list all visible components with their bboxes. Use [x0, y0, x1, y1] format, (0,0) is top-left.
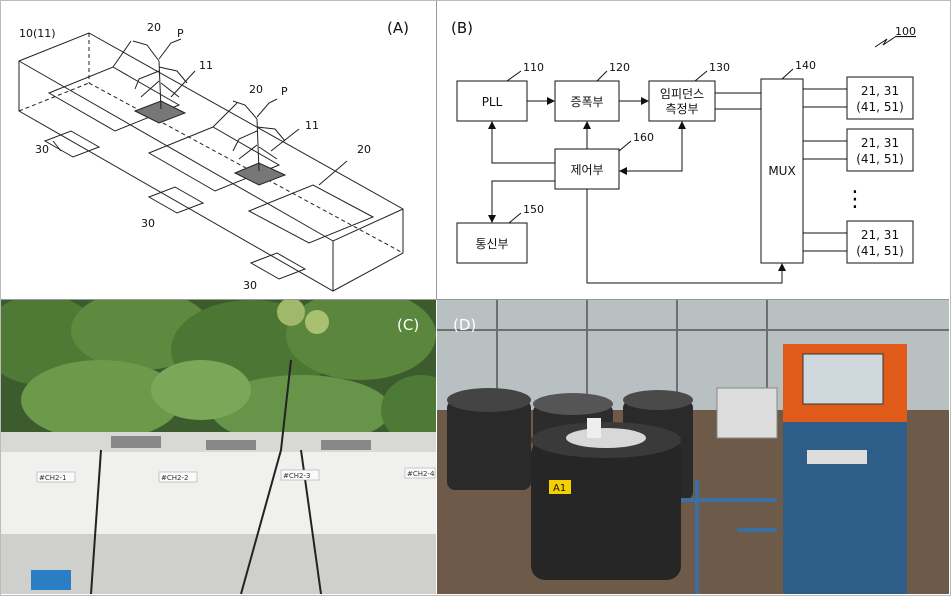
pad-2	[147, 126, 281, 192]
pll-text: PLL	[482, 95, 503, 109]
sensor-block-2	[846, 128, 914, 172]
mux-text: MUX	[768, 164, 795, 178]
cube-label-1: 11	[199, 59, 213, 72]
blue-clip	[31, 570, 71, 590]
sensor-ellipsis: ⋮	[844, 187, 866, 212]
amplifier-block	[554, 80, 620, 122]
control-cabinet	[783, 344, 907, 594]
panel-c-label: (C)	[397, 316, 419, 334]
sensor-label-2: 30	[141, 217, 155, 230]
pipes	[681, 480, 777, 594]
panel-a-label: (A)	[387, 19, 409, 37]
ac-unit	[716, 387, 778, 439]
amp-text: 증폭부	[570, 95, 603, 109]
tank-back-1	[447, 388, 531, 490]
system-ref-number: 100	[895, 25, 916, 38]
pad-1	[47, 66, 181, 132]
panel-d-label: (D)	[453, 316, 476, 334]
sensor-block-1	[846, 76, 914, 120]
comm-num: 150	[523, 203, 544, 216]
arrow-ctrl-pll	[488, 121, 555, 164]
lower-tray	[1, 534, 436, 594]
mux-block	[760, 78, 804, 264]
channel-tag-text-2: #CH2-2	[161, 474, 188, 482]
sensor-label-1: 30	[35, 143, 49, 156]
tray-label: 10(11)	[19, 27, 56, 40]
imp-text-2: 측정부	[665, 102, 698, 116]
sensor-label-3: 30	[243, 279, 257, 292]
arrow-ctrl-comm	[488, 180, 555, 223]
panel-b-label: (B)	[451, 19, 473, 37]
plant-label-2: P	[281, 85, 288, 98]
channel-tag-2	[158, 471, 198, 483]
trough-hidden-end	[18, 82, 90, 112]
panel-d-svg: A1 (D)	[437, 300, 949, 594]
tray-brackets	[111, 436, 371, 450]
panel-c-svg: #CH2-1 #CH2-2 #CH2-3 #CH2-4 (C)	[1, 300, 436, 594]
sensor-2	[147, 186, 205, 214]
channel-tag-text-4: #CH2-4	[407, 470, 435, 478]
mux-num: 140	[795, 59, 816, 72]
ref-squiggle	[874, 36, 896, 48]
pad-3	[247, 184, 375, 244]
control-block	[554, 148, 620, 190]
panel-a-drawing: (A) 10(11) 20 P 11 20 P 11 20 30 30 30	[1, 1, 437, 300]
sensor-1-line2: (41, 51)	[856, 100, 904, 114]
sensor-3-line1: 21, 31	[861, 228, 899, 242]
channel-tag-3	[280, 469, 320, 481]
channel-tag-4	[404, 467, 436, 479]
ctrl-text: 제어부	[570, 163, 603, 177]
arrow-ctrl-mux	[586, 189, 786, 284]
tank-tag-a1: A1	[553, 483, 566, 494]
sensor-2-line2: (41, 51)	[856, 152, 904, 166]
comm-block	[456, 222, 528, 264]
sensor-3	[249, 252, 307, 280]
panel-b-svg: (B) 100 PLL 증폭부 임피던	[451, 19, 916, 284]
growing-tray	[1, 452, 436, 534]
plant-cube-1	[132, 38, 188, 124]
pad-label-1: 20	[147, 21, 161, 34]
sensor-1	[43, 130, 101, 158]
panel-d-photo: A1 (D)	[437, 300, 949, 594]
panel-a-svg: (A) 10(11) 20 P 11 20 P 11 20 30 30 30	[18, 19, 409, 292]
cube-label-2: 11	[305, 119, 319, 132]
imp-text-1: 임피던스	[660, 87, 704, 101]
panel-c-photo: #CH2-1 #CH2-2 #CH2-3 #CH2-4 (C)	[1, 300, 436, 594]
leaf-canopy	[1, 300, 436, 445]
tank-front-a1	[531, 418, 681, 580]
channel-tag-1	[36, 471, 76, 483]
sensor-2-line1: 21, 31	[861, 136, 899, 150]
plant-label-1: P	[177, 27, 184, 40]
pll-num: 110	[523, 61, 544, 74]
plant-cube-2	[232, 98, 287, 186]
imp-num: 130	[709, 61, 730, 74]
sensor-1-line1: 21, 31	[861, 84, 899, 98]
sensor-block-3	[846, 220, 914, 264]
trough-top-edge	[18, 60, 404, 242]
amp-num: 120	[609, 61, 630, 74]
arrow-imp-ctrl	[619, 121, 683, 175]
pad-label-2: 20	[249, 83, 263, 96]
channel-tag-text-1: #CH2-1	[39, 474, 66, 482]
pad-label-3: 20	[357, 143, 371, 156]
comm-text: 통신부	[475, 237, 508, 251]
channel-tag-text-3: #CH2-3	[283, 472, 310, 480]
panel-b-block-diagram: (B) 100 PLL 증폭부 임피던	[437, 1, 949, 300]
sensor-3-line2: (41, 51)	[856, 244, 904, 258]
ctrl-num: 160	[633, 131, 654, 144]
